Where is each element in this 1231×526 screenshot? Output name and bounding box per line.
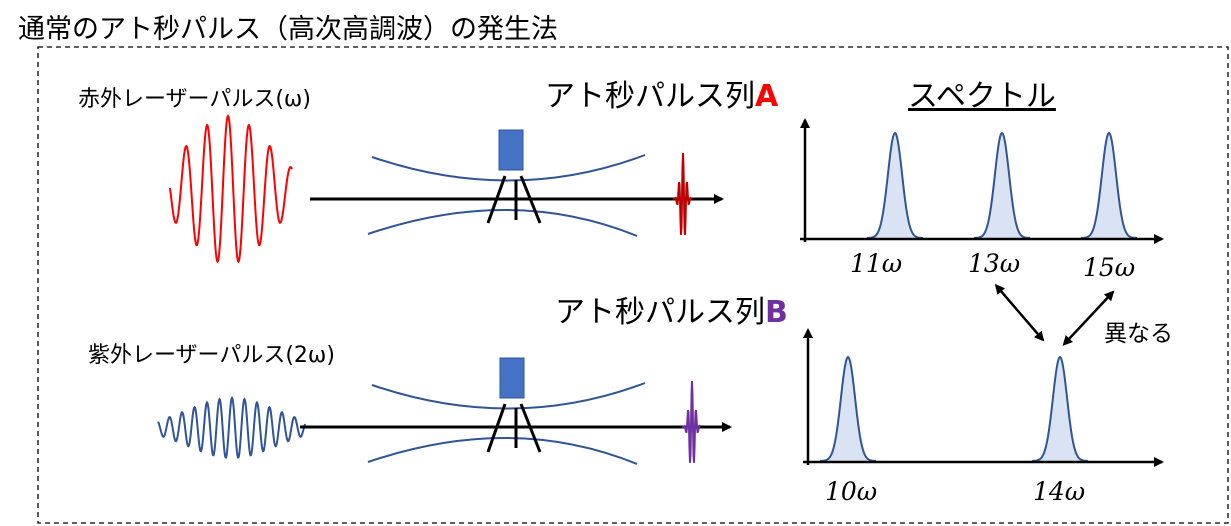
spectral-peak-13 [973,131,1031,239]
pulse-train-a-label: アト秒パルス列 [545,79,755,114]
pulse-train-b-title: アト秒パルス列B [555,295,788,330]
spectrum-b [803,328,1164,467]
spectrum-heading: スペクトル [908,79,1056,114]
harmonic-label: 14ω [1033,477,1085,506]
beam-envelope-lower [367,437,638,465]
difference-label: 異なる [1104,321,1173,347]
pulse-train-b-label: アト秒パルス列 [555,295,765,330]
pulse-train-a-title: アト秒パルス列A [545,79,779,114]
harmonic-label: 13ω [968,249,1020,278]
cone-line [486,403,507,453]
spectral-peak-15 [1080,131,1138,239]
page-title: 通常のアト秒パルス（高次高調波）の発生法 [18,14,558,45]
beam-envelope-upper [371,154,646,182]
spectral-peak-10 [819,355,877,462]
harmonic-label: 11ω [850,249,902,278]
spectral-peak-11 [866,131,924,239]
infrared-laser-label: 赤外レーザーパルス(ω) [78,87,311,112]
compare-arrow [1062,290,1115,346]
focus-assembly-top [367,129,646,237]
attosecond-pulse-b [682,380,701,463]
pulse-train-a-letter: A [755,79,779,114]
focus-assembly-bottom [367,357,646,465]
harmonic-label: 15ω [1083,253,1135,282]
gas-cell [499,357,525,399]
spectrum-a [800,118,1164,244]
infrared-wave [169,114,293,264]
compare-arrow [994,283,1045,342]
ultraviolet-laser-label: 紫外レーザーパルス(2ω) [88,343,335,368]
attosecond-pulse-a [673,152,693,235]
beam-envelope-upper [371,382,646,410]
harmonic-label: 10ω [825,477,877,506]
spectral-peak-14 [1031,355,1089,462]
dashed-frame [37,46,1229,524]
cone-line [519,175,542,224]
beam-envelope-lower [367,209,638,237]
pulse-train-b-letter: B [765,295,788,330]
gas-cell [498,129,524,171]
cone-line [486,175,507,224]
cone-line [519,403,542,453]
ultraviolet-wave [157,395,306,459]
